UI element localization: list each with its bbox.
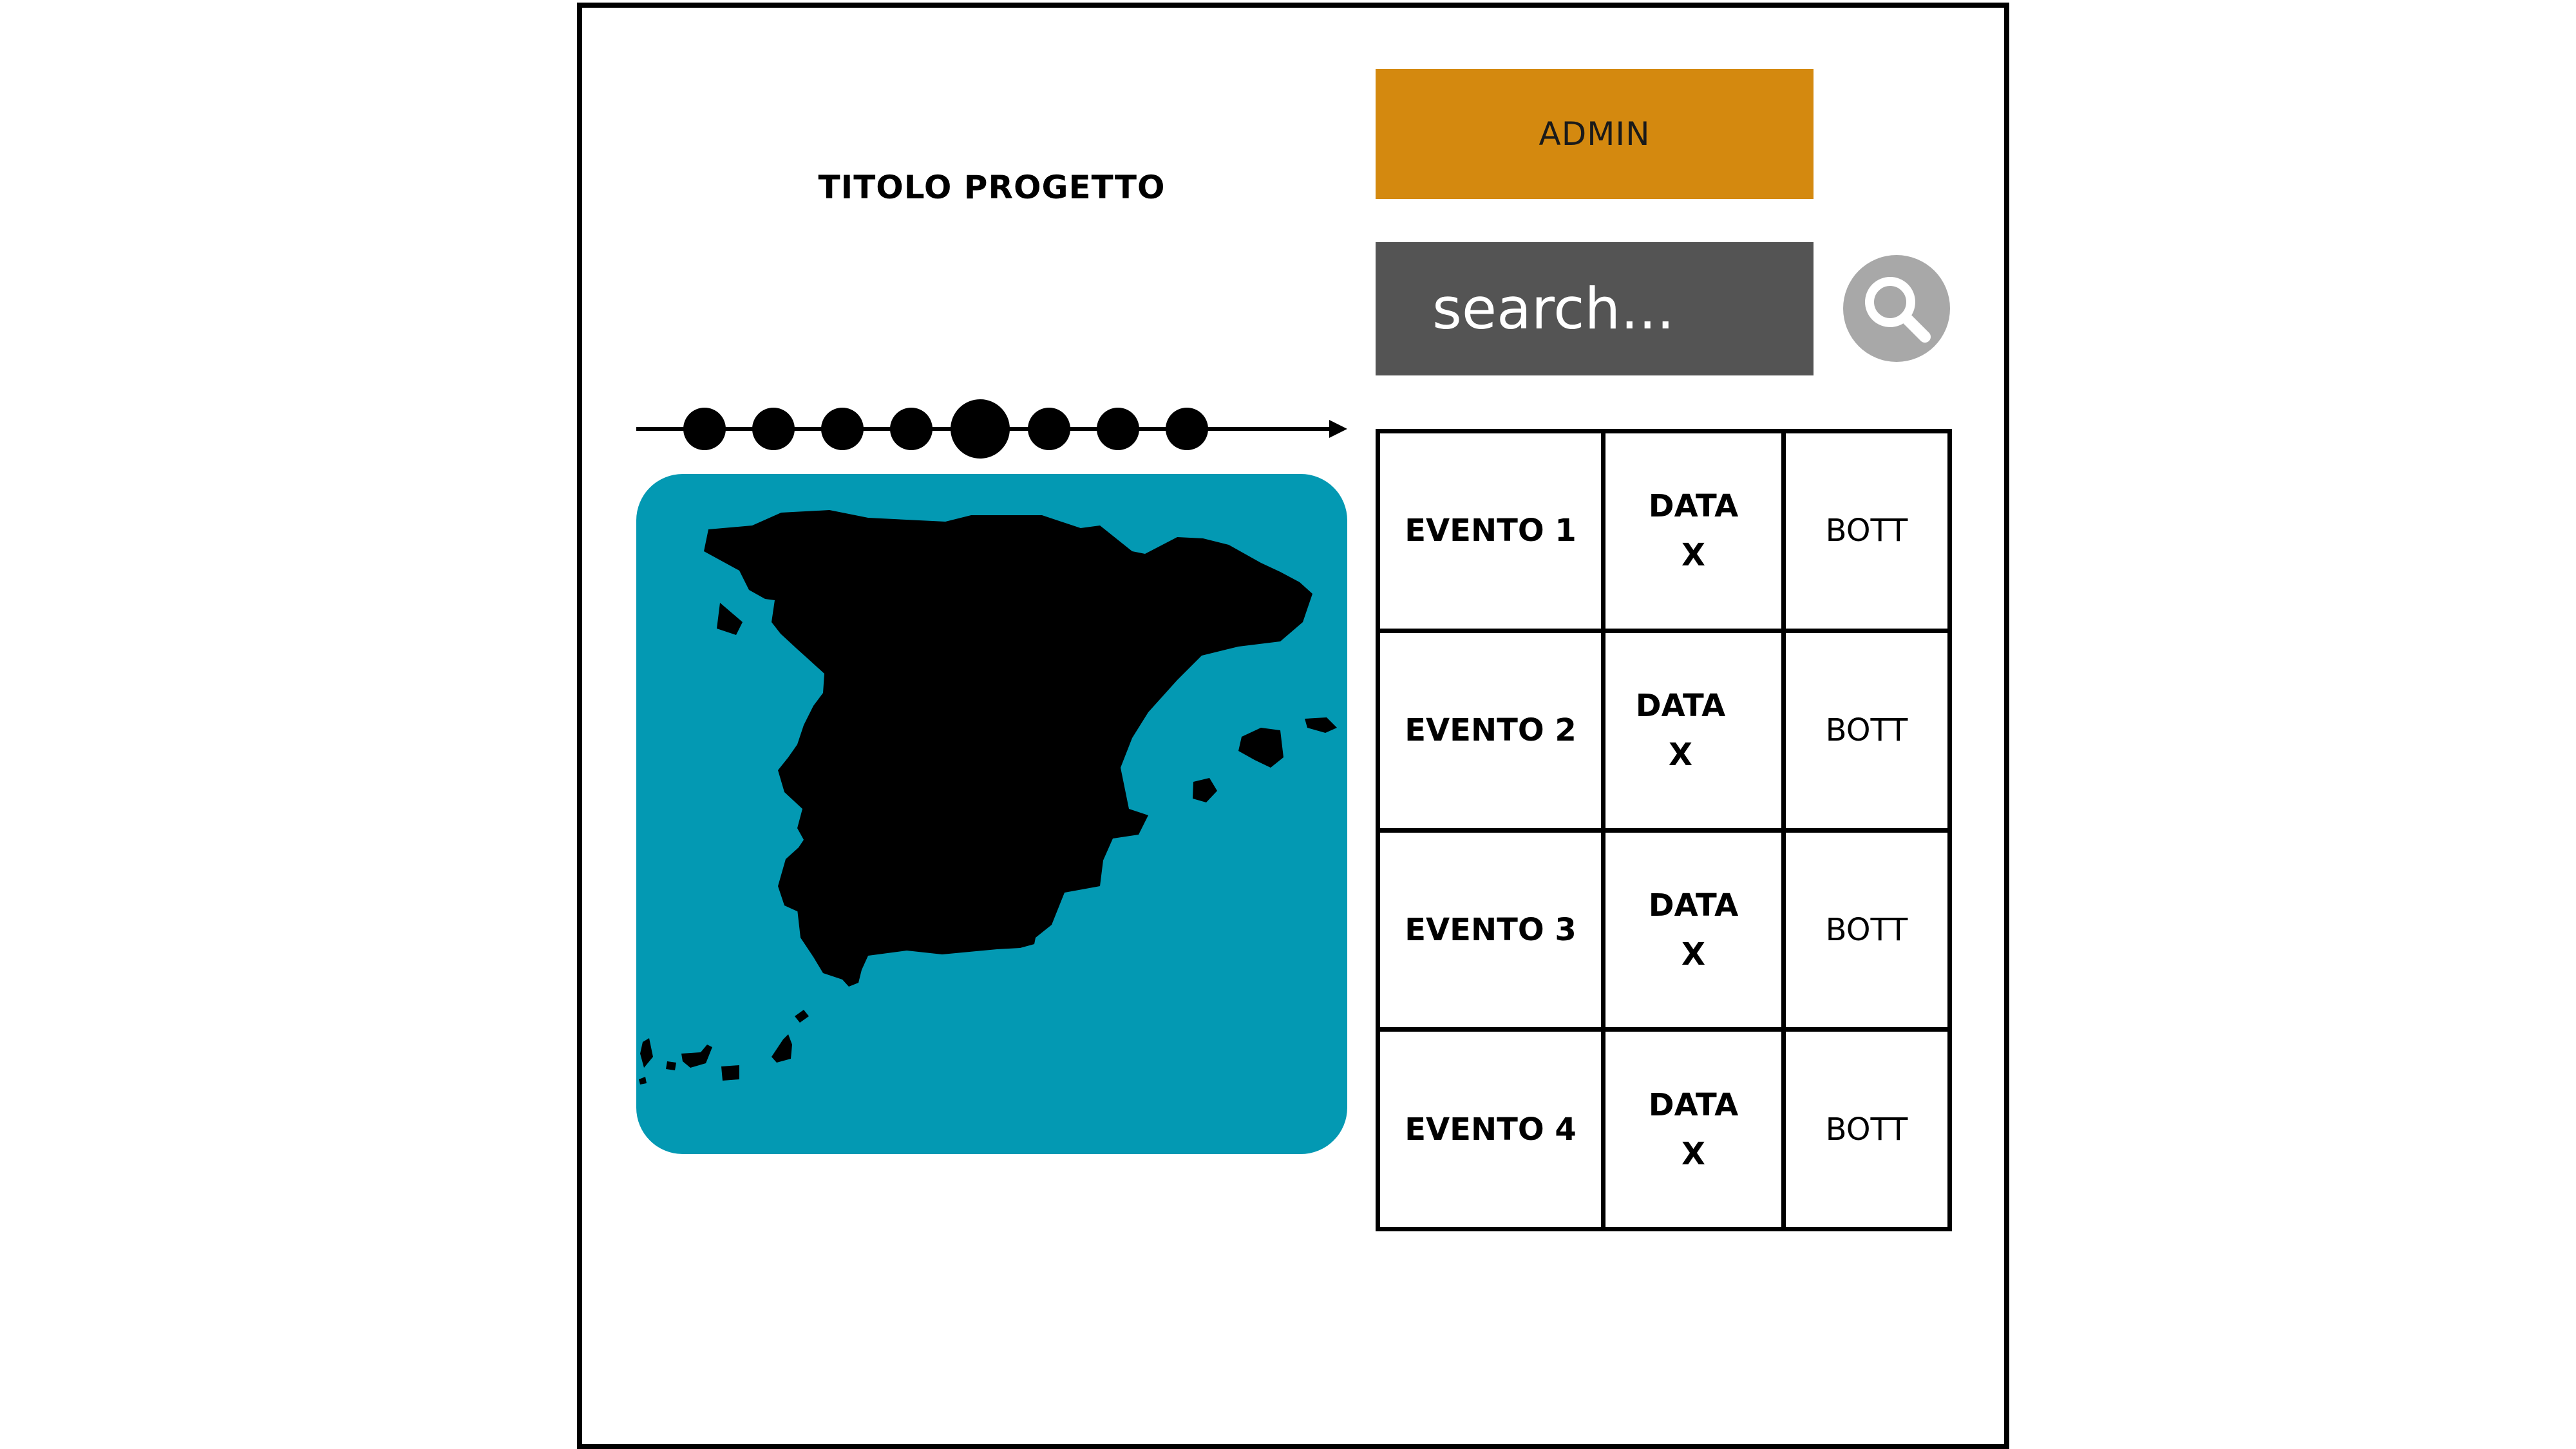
- map-island-canary-4: [721, 1065, 739, 1081]
- timeline-step[interactable]: [1097, 408, 1139, 450]
- timeline-step[interactable]: [752, 408, 795, 450]
- event-date-value: X: [1681, 936, 1705, 972]
- table-row: EVENTO 2 DATA X BOTT: [1376, 628, 1952, 833]
- event-date-value: X: [1681, 537, 1705, 574]
- search-icon: [1865, 277, 1931, 343]
- admin-button[interactable]: ADMIN: [1376, 69, 1814, 199]
- map-island-canary-2: [666, 1061, 676, 1070]
- event-date-label: DATA: [1648, 887, 1739, 923]
- timeline-step[interactable]: [821, 408, 864, 450]
- event-date-value: X: [1681, 1135, 1705, 1172]
- event-name: EVENTO 1: [1376, 429, 1605, 633]
- map-island-canary-1: [640, 1038, 653, 1068]
- map-island-canary-6: [795, 1010, 809, 1023]
- timeline-arrow-icon: [1329, 420, 1347, 438]
- event-name: EVENTO 3: [1376, 828, 1605, 1032]
- table-row: EVENTO 3 DATA X BOTT: [1376, 828, 1952, 1032]
- map-island-canary-3: [681, 1045, 712, 1068]
- timeline-step[interactable]: [683, 408, 726, 450]
- event-action-button[interactable]: BOTT: [1781, 628, 1952, 833]
- event-action-button[interactable]: BOTT: [1781, 828, 1952, 1032]
- map-spain: [636, 474, 1347, 1154]
- map-island-majorca: [1238, 728, 1283, 768]
- event-date: DATA X: [1601, 1027, 1786, 1231]
- timeline-step[interactable]: [890, 408, 933, 450]
- page-title: TITOLO PROGETTO: [818, 169, 1166, 206]
- event-date-value: X: [1668, 737, 1692, 773]
- map-island-ibiza: [1193, 778, 1217, 802]
- table-row: EVENTO 4 DATA X BOTT: [1376, 1027, 1952, 1231]
- event-action-button[interactable]: BOTT: [1781, 429, 1952, 633]
- timeline-step-current[interactable]: [951, 399, 1010, 459]
- map-island-canary-5: [772, 1034, 792, 1063]
- map-mainland: [704, 510, 1312, 987]
- event-name: EVENTO 4: [1376, 1027, 1605, 1231]
- event-date: DATA X: [1601, 628, 1786, 833]
- event-date-label: DATA: [1648, 1086, 1739, 1123]
- search-input[interactable]: [1376, 242, 1814, 375]
- map-island-canary-7: [639, 1077, 647, 1084]
- event-name: EVENTO 2: [1376, 628, 1605, 833]
- table-row: EVENTO 1 DATA X BOTT: [1376, 429, 1952, 633]
- search-button[interactable]: [1843, 255, 1950, 362]
- events-table: EVENTO 1 DATA X BOTT EVENTO 2 DATA X BOT…: [1376, 429, 1952, 1231]
- timeline: [636, 399, 1347, 459]
- event-date: DATA X: [1601, 429, 1786, 633]
- event-action-button[interactable]: BOTT: [1781, 1027, 1952, 1231]
- map-island-minorca: [1305, 717, 1337, 733]
- timeline-step[interactable]: [1028, 408, 1070, 450]
- timeline-step[interactable]: [1166, 408, 1208, 450]
- event-date-label: DATA: [1648, 488, 1739, 525]
- event-date-label: DATA: [1635, 688, 1726, 724]
- map-panel[interactable]: [636, 474, 1347, 1154]
- event-date: DATA X: [1601, 828, 1786, 1032]
